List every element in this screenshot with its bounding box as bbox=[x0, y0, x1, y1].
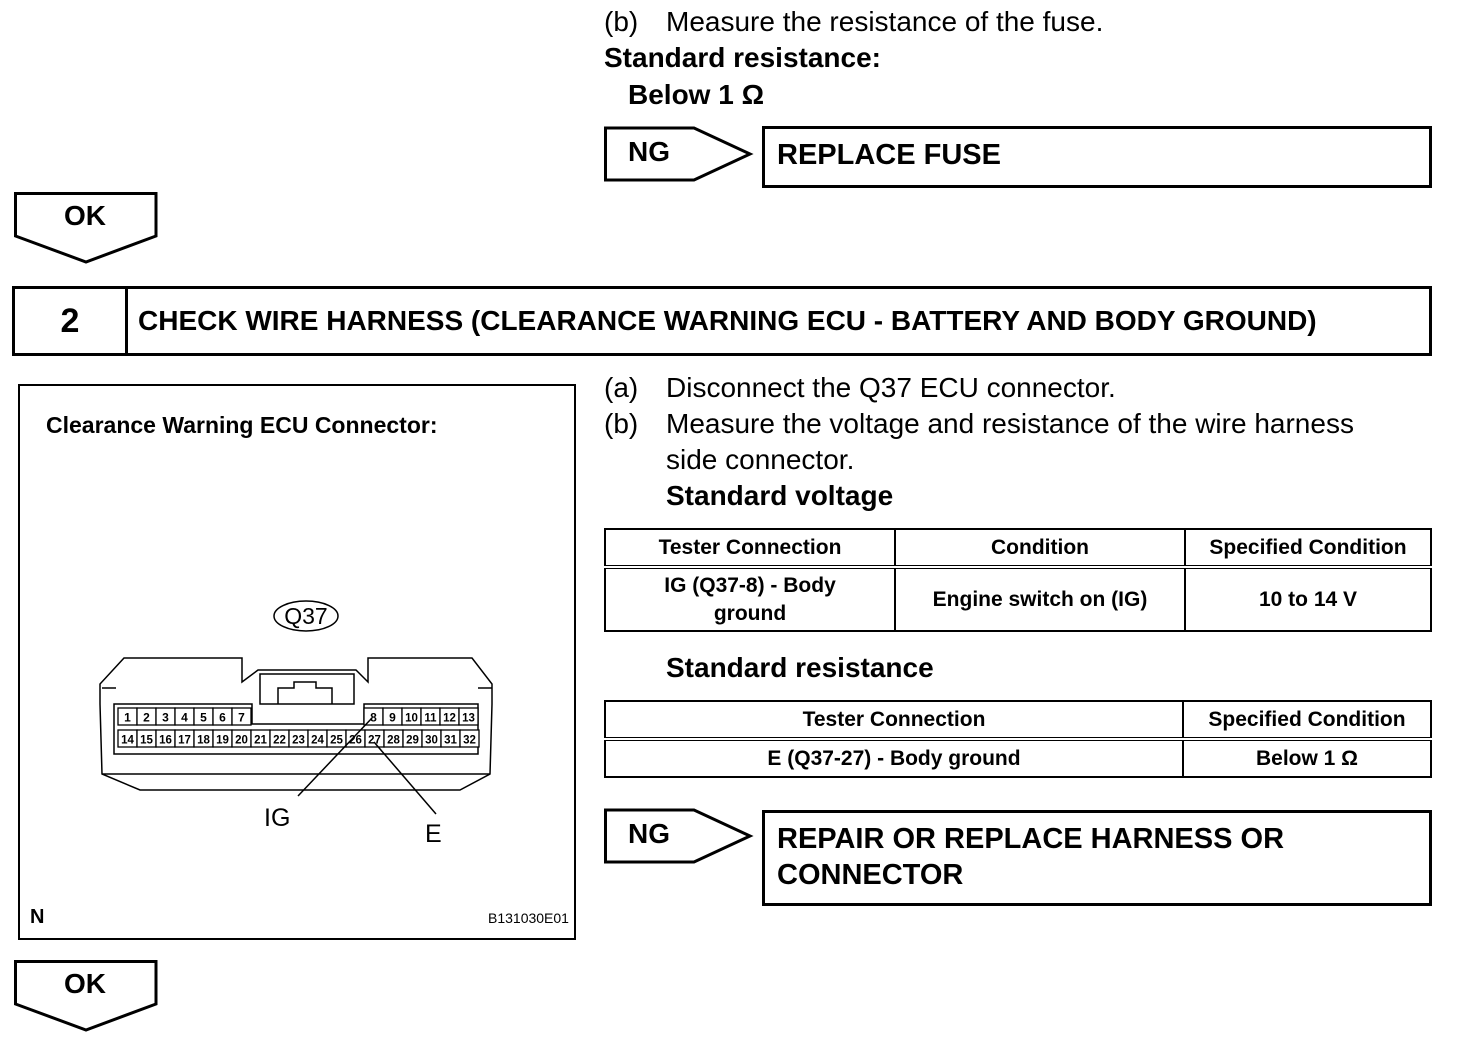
pin-label: 13 bbox=[462, 713, 475, 725]
figure-title: Clearance Warning ECU Connector: bbox=[46, 412, 438, 438]
pin-label: 2 bbox=[143, 711, 150, 725]
pin-label: 9 bbox=[389, 711, 396, 725]
ok-branch-2: OK bbox=[14, 960, 158, 1032]
pin-cell bbox=[231, 707, 252, 726]
pin-label: 21 bbox=[254, 735, 267, 747]
step-b2-text-2: side connector. bbox=[666, 444, 855, 475]
pin-label: 10 bbox=[405, 713, 418, 725]
voltage-cell-specified: 10 to 14 V bbox=[1184, 566, 1432, 632]
step-b2-label: (b) bbox=[604, 408, 639, 439]
step-a-instruction: (a) Disconnect the Q37 ECU connector. bbox=[604, 370, 1116, 406]
connector-id: Q37 bbox=[284, 603, 328, 629]
voltage-table: Tester Connection Condition Specified Co… bbox=[604, 528, 1432, 632]
ok-label: OK bbox=[64, 200, 106, 231]
pin-label: 7 bbox=[238, 711, 245, 725]
step-b-text: Measure the resistance of the fuse. bbox=[666, 6, 1104, 37]
step-a-label: (a) bbox=[604, 372, 639, 403]
table-row: IG (Q37-8) - Body ground Engine switch o… bbox=[604, 566, 1432, 632]
standard-resistance-label: Standard resistance: bbox=[604, 42, 881, 73]
e-label: E bbox=[425, 820, 442, 848]
pin-label: 12 bbox=[443, 713, 456, 725]
voltage-cell-tester: IG (Q37-8) - Body ground bbox=[604, 566, 896, 632]
pin-label: 16 bbox=[159, 735, 172, 747]
voltage-header-specified: Specified Condition bbox=[1184, 528, 1432, 569]
pin-label: 27 bbox=[368, 735, 381, 747]
pin-label: 24 bbox=[311, 735, 324, 747]
pin-label: 17 bbox=[178, 735, 191, 747]
voltage-header-condition: Condition bbox=[894, 528, 1186, 569]
pin-label: 25 bbox=[330, 735, 343, 747]
pin-label: 8 bbox=[370, 711, 377, 725]
pin-label: 31 bbox=[444, 735, 457, 747]
ng-result-box: REPLACE FUSE bbox=[762, 126, 1432, 188]
ng-branch-2: NG REPAIR OR REPLACE HARNESS OR CONNECTO… bbox=[604, 808, 1432, 906]
ig-label: IG bbox=[264, 804, 291, 832]
voltage-cell-condition: Engine switch on (IG) bbox=[894, 566, 1186, 632]
step-title: CHECK WIRE HARNESS (CLEARANCE WARNING EC… bbox=[138, 305, 1317, 336]
pin-label: 22 bbox=[273, 735, 286, 747]
pin-label: 18 bbox=[197, 735, 210, 747]
e-leader-line bbox=[373, 741, 437, 815]
step-b-instruction: (b) Measure the resistance of the fuse. bbox=[604, 4, 1103, 40]
ng-result-text-line-1: REPAIR OR REPLACE HARNESS OR bbox=[777, 823, 1285, 855]
pin-label: 1 bbox=[124, 711, 131, 725]
ng-label: NG bbox=[628, 136, 670, 167]
pin-label: 19 bbox=[216, 735, 229, 747]
connector-housing bbox=[99, 657, 493, 791]
step-2-header: 2 CHECK WIRE HARNESS (CLEARANCE WARNING … bbox=[12, 286, 1432, 356]
pin-label: 5 bbox=[200, 711, 207, 725]
pin-label: 14 bbox=[121, 735, 134, 747]
resistance-cell-tester: E (Q37-27) - Body ground bbox=[604, 738, 1184, 778]
corner-label: N bbox=[30, 906, 45, 928]
ng-result-box: REPAIR OR REPLACE HARNESS OR CONNECTOR bbox=[762, 810, 1432, 906]
step-b2-text-1: Measure the voltage and resistance of th… bbox=[666, 408, 1354, 439]
resistance-table: Tester Connection Specified Condition E … bbox=[604, 700, 1432, 778]
pin-label: 11 bbox=[424, 713, 437, 725]
pin-label: 20 bbox=[235, 735, 248, 747]
pin-label: 15 bbox=[140, 735, 153, 747]
resistance-header-specified: Specified Condition bbox=[1182, 700, 1432, 741]
resistance-cell-specified: Below 1 Ω bbox=[1182, 738, 1432, 778]
resistance-heading: Standard resistance bbox=[666, 652, 934, 683]
step-number: 2 bbox=[15, 289, 128, 353]
pin-label: 29 bbox=[406, 735, 419, 747]
standard-resistance-value: Below 1 Ω bbox=[628, 79, 765, 110]
pin-label: 26 bbox=[349, 735, 362, 747]
ng-result-text-line-2: CONNECTOR bbox=[777, 859, 964, 891]
resistance-header-tester: Tester Connection bbox=[604, 700, 1184, 741]
step-b2-instruction: (b) Measure the voltage and resistance of… bbox=[604, 406, 1354, 442]
ng-arrow-icon bbox=[604, 126, 754, 182]
figure-code: B131030E01 bbox=[488, 910, 569, 926]
pin-label: 32 bbox=[463, 735, 476, 747]
ok-label: OK bbox=[64, 968, 106, 999]
pin-label: 28 bbox=[387, 735, 400, 747]
pin-label: 30 bbox=[425, 735, 438, 747]
table-row: E (Q37-27) - Body ground Below 1 Ω bbox=[604, 738, 1432, 778]
ng-result-text: REPLACE FUSE bbox=[777, 139, 1001, 171]
pin-cell bbox=[459, 729, 480, 748]
ok-branch-1: OK bbox=[14, 192, 158, 264]
ng-label: NG bbox=[628, 818, 670, 849]
pin-label: 23 bbox=[292, 735, 305, 747]
pin-label: 3 bbox=[162, 711, 169, 725]
voltage-header-tester: Tester Connection bbox=[604, 528, 896, 569]
voltage-heading: Standard voltage bbox=[666, 480, 894, 511]
ng-branch-1: NG REPLACE FUSE bbox=[604, 126, 1432, 188]
ok-arrow-icon bbox=[14, 960, 158, 1032]
step-a-text: Disconnect the Q37 ECU connector. bbox=[666, 372, 1116, 403]
ig-leader-line bbox=[297, 717, 373, 797]
ng-arrow-icon bbox=[604, 808, 754, 864]
ok-arrow-icon bbox=[14, 192, 158, 264]
pin-label: 4 bbox=[181, 711, 188, 725]
connector-id-ellipse bbox=[273, 600, 339, 632]
pin-cell bbox=[458, 707, 479, 726]
pin-label: 6 bbox=[219, 711, 226, 725]
connector-lock bbox=[259, 673, 355, 705]
step-b-label: (b) bbox=[604, 6, 639, 37]
